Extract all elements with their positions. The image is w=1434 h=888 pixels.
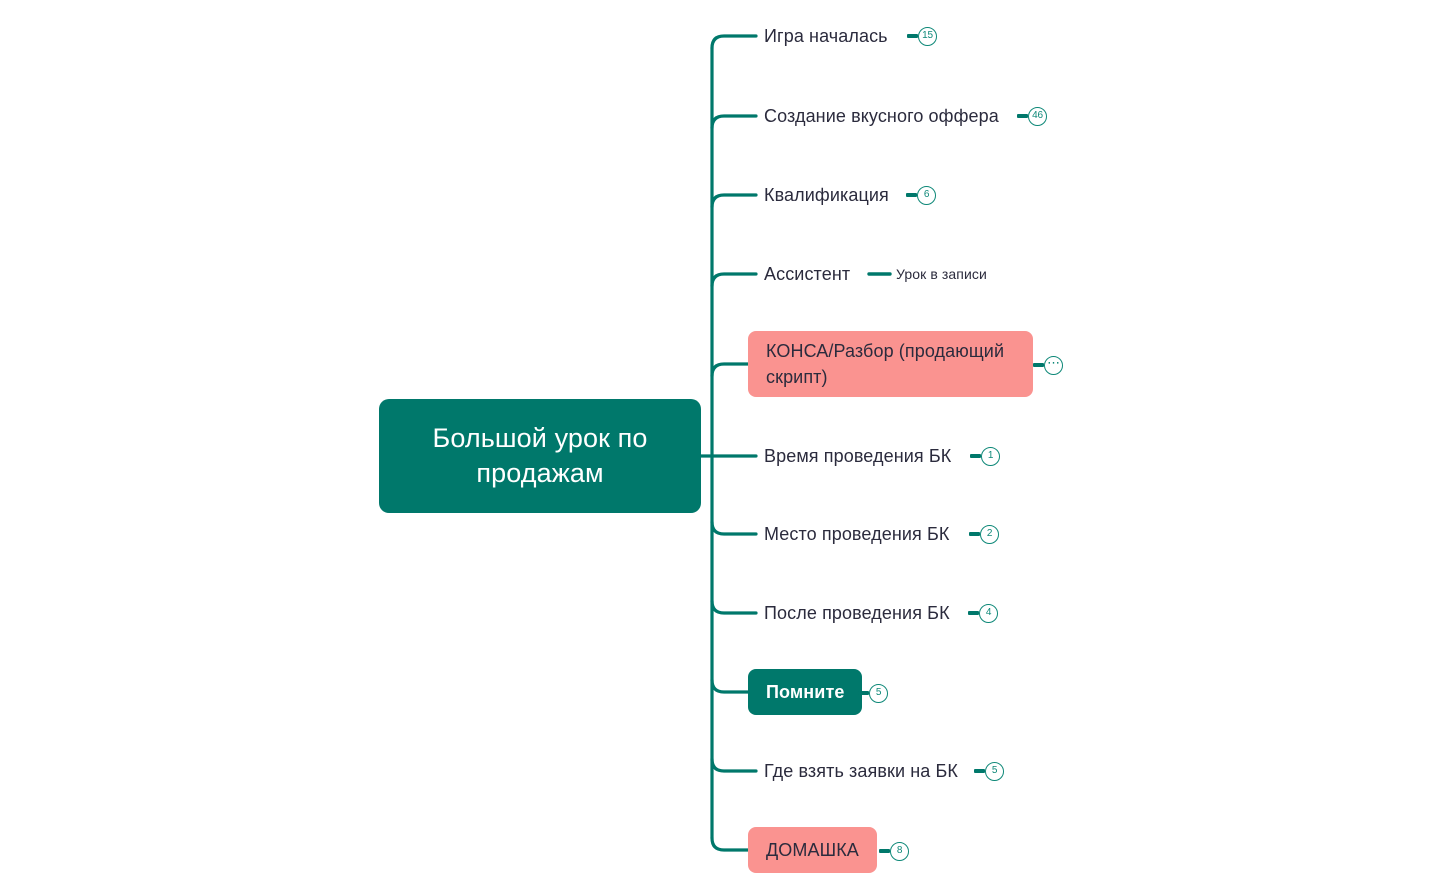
count-badge-icon: 5: [869, 683, 888, 703]
badge-stub-icon: [1017, 114, 1028, 118]
badge-stub-icon: [879, 849, 890, 853]
node-label: Время проведения БК: [764, 445, 952, 466]
link-kvalifikaciya: [710, 193, 758, 209]
badge-stub-icon: [974, 769, 985, 773]
badge-posle-bk[interactable]: 4: [968, 602, 998, 624]
root-node-label: Большой урок по продажам: [432, 423, 648, 488]
badge-stub-icon: [970, 454, 981, 458]
badge-stub-icon: [906, 193, 917, 197]
node-label: ДОМАШКА: [766, 839, 859, 860]
node-label: Создание вкусного оффера: [764, 105, 999, 126]
badge-stub-icon: [858, 691, 869, 695]
node-gde-vzyat-zayavki[interactable]: Где взять заявки на БК: [764, 756, 958, 786]
count-badge-icon: 5: [985, 761, 1004, 781]
badge-stub-icon: [907, 34, 918, 38]
node-mesto-bk[interactable]: Место проведения БК: [764, 519, 949, 549]
node-vremya-bk[interactable]: Время проведения БК: [764, 441, 951, 471]
link-konsa-razbor: [710, 362, 752, 378]
badge-domashka[interactable]: 8: [879, 840, 909, 862]
node-label: КОНСА/Разбор (продающий скрипт): [766, 340, 1005, 387]
link-domashka: [710, 836, 752, 852]
badge-gde-vzyat-zayavki[interactable]: 5: [974, 760, 1004, 782]
count-badge-icon: 1: [981, 446, 1000, 466]
count-badge-icon: 4: [979, 603, 998, 623]
badge-pomnite[interactable]: 5: [858, 682, 888, 704]
count-badge-icon: 2: [980, 524, 999, 544]
link-posle-bk: [710, 599, 758, 615]
collapsed-ellipsis-badge-icon: ⋯: [1044, 355, 1063, 375]
node-sozdanie-offera[interactable]: Создание вкусного оффера: [764, 101, 999, 131]
count-badge-icon: 15: [918, 26, 937, 46]
badge-stub-icon: [1033, 363, 1044, 367]
node-konsa-razbor[interactable]: КОНСА/Разбор (продающий скрипт): [748, 331, 1033, 397]
node-label: Место проведения БК: [764, 523, 950, 544]
badge-stub-icon: [969, 532, 980, 536]
root-node[interactable]: Большой урок по продажам: [379, 399, 701, 513]
link-pomnite: [710, 678, 752, 694]
badge-igra-nachalas[interactable]: 15: [907, 25, 937, 47]
node-pomnite[interactable]: Помните: [748, 669, 863, 715]
link-assistent: [710, 272, 758, 288]
link-gde-vzyat-zayavki: [710, 757, 758, 773]
count-badge-icon: 46: [1028, 106, 1047, 126]
node-label: Квалификация: [764, 184, 889, 205]
node-kvalifikaciya[interactable]: Квалификация: [764, 180, 889, 210]
count-badge-icon: 8: [890, 841, 909, 861]
badge-sozdanie-offera[interactable]: 46: [1017, 105, 1047, 127]
link-igra-nachalas: [710, 34, 758, 50]
badge-konsa-razbor[interactable]: ⋯: [1033, 354, 1063, 376]
node-label: Помните: [766, 681, 845, 702]
node-igra-nachalas[interactable]: Игра началась: [764, 21, 888, 51]
node-label: Где взять заявки на БК: [764, 760, 958, 781]
node-domashka[interactable]: ДОМАШКА: [748, 827, 877, 873]
node-assistent[interactable]: Ассистент: [764, 259, 850, 289]
link-sozdanie-offera: [710, 114, 758, 130]
node-posle-bk[interactable]: После проведения БК: [764, 598, 950, 628]
badge-stub-icon: [968, 611, 979, 615]
link-mesto-bk: [710, 520, 758, 536]
node-label: Ассистент: [764, 263, 851, 284]
node-urok-v-zapisi[interactable]: Урок в записи: [896, 263, 987, 285]
badge-kvalifikaciya[interactable]: 6: [906, 184, 936, 206]
badge-vremya-bk[interactable]: 1: [970, 445, 1000, 467]
node-label: После проведения БК: [764, 602, 950, 623]
badge-mesto-bk[interactable]: 2: [969, 523, 999, 545]
count-badge-icon: 6: [917, 185, 936, 205]
node-label: Игра началась: [764, 25, 888, 46]
child-node-label: Урок в записи: [896, 266, 987, 282]
